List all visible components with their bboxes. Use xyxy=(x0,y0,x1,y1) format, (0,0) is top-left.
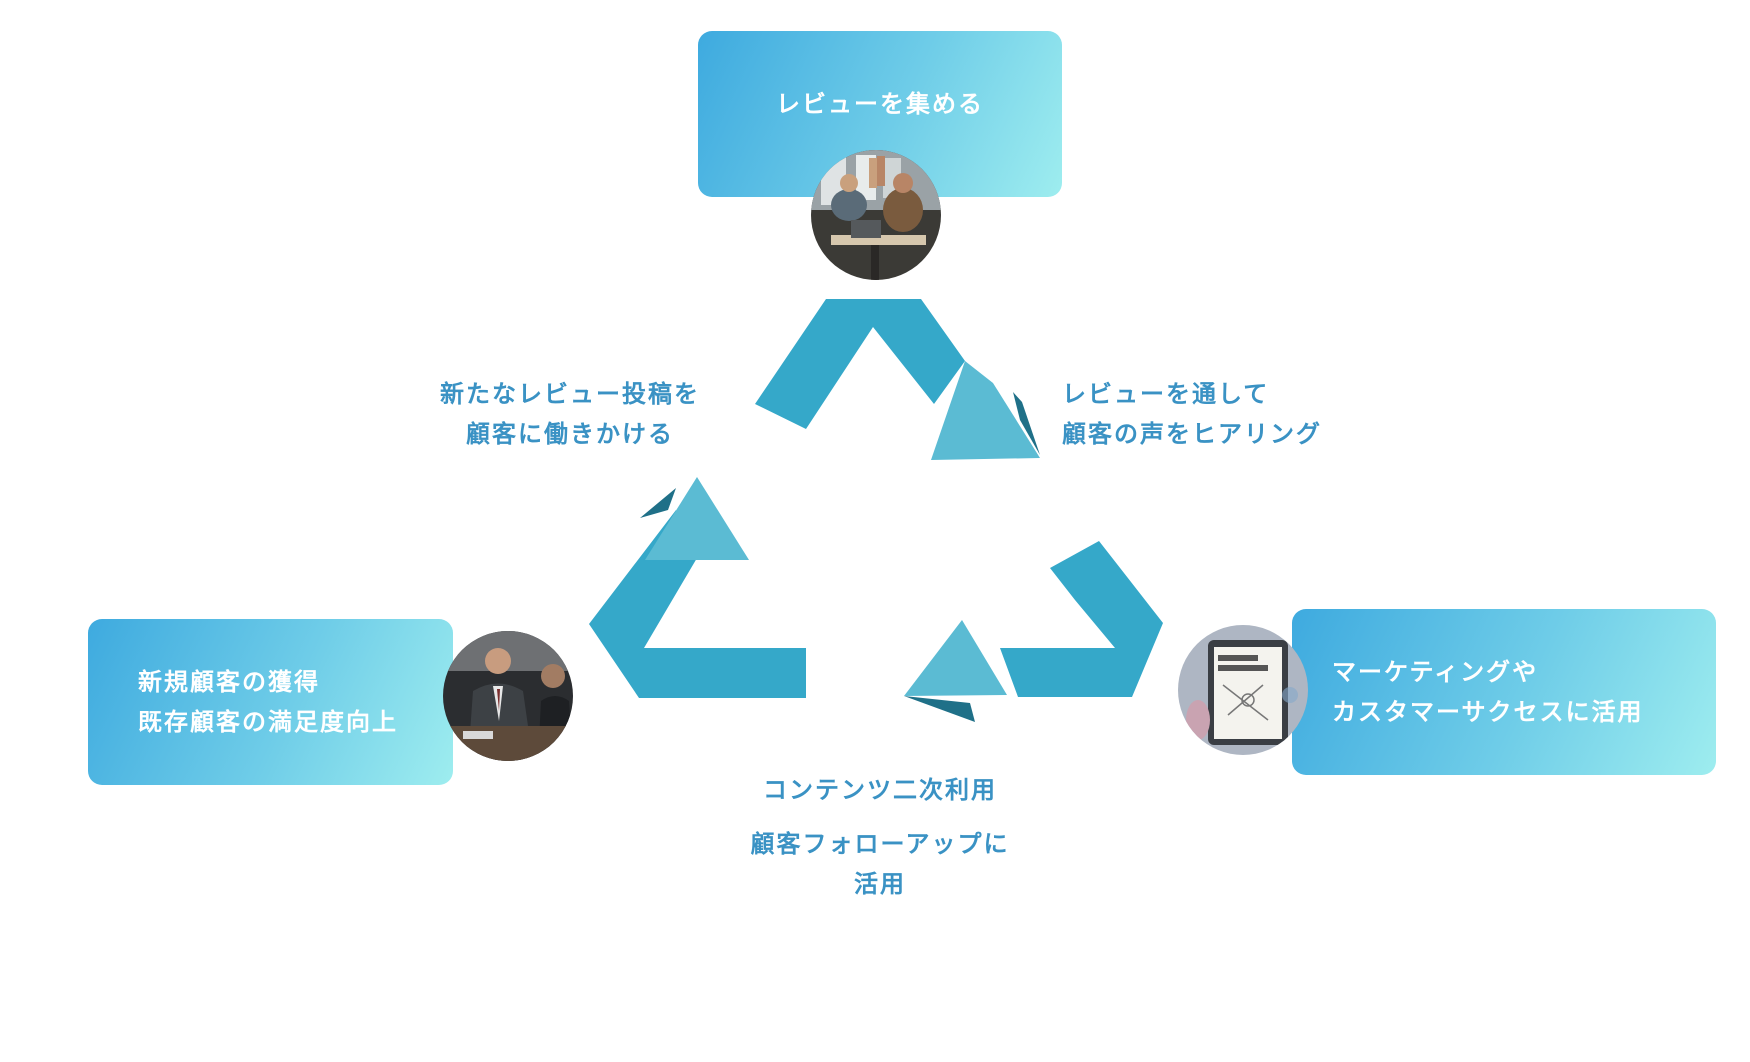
new-customer-line-1: 新規顧客の獲得 xyxy=(138,668,320,696)
new-customer-line-2: 既存顧客の満足度向上 xyxy=(138,708,398,736)
customer-voice-line-2: 顧客の声をヒアリング xyxy=(1062,420,1322,448)
collect-reviews-label: レビューを集める xyxy=(776,90,984,118)
invite-new-reviews-label: 新たなレビュー投稿を 顧客に働きかける xyxy=(400,374,740,454)
marketing-line-1: マーケティングや xyxy=(1332,658,1539,686)
content-reuse-label: コンテンツ二次利用 顧客フォローアップに 活用 xyxy=(700,770,1060,904)
business-meeting-photo xyxy=(443,631,573,761)
invite-new-reviews-line-1: 新たなレビュー投稿を xyxy=(440,380,700,408)
left-cycle-arrow xyxy=(589,477,806,698)
marketing-box: マーケティングや カスタマーサクセスに活用 xyxy=(1292,609,1716,775)
follow-up-line-1: 顧客フォローアップに xyxy=(750,830,1010,858)
new-customer-box: 新規顧客の獲得 既存顧客の満足度向上 xyxy=(88,619,453,785)
team-high-five-photo xyxy=(811,150,941,280)
top-cycle-arrow xyxy=(755,299,1040,460)
online-marketing-tablet-photo xyxy=(1178,625,1308,755)
customer-voice-label: レビューを通して 顧客の声をヒアリング xyxy=(1062,374,1322,454)
right-cycle-arrow xyxy=(904,541,1163,722)
invite-new-reviews-line-2: 顧客に働きかける xyxy=(466,420,674,448)
customer-voice-line-1: レビューを通して xyxy=(1062,380,1270,408)
content-reuse-title: コンテンツ二次利用 xyxy=(763,776,997,804)
marketing-line-2: カスタマーサクセスに活用 xyxy=(1332,698,1644,726)
follow-up-line-2: 活用 xyxy=(854,870,906,898)
